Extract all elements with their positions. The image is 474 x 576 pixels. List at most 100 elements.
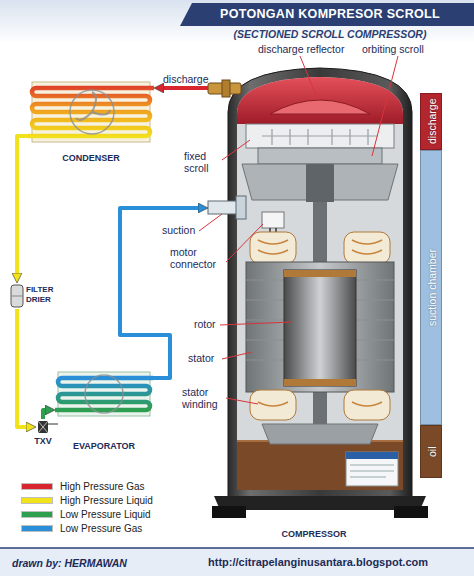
lower-winding-left bbox=[250, 390, 296, 420]
legend-row: Low Pressure Gas bbox=[22, 522, 222, 535]
part-label: fixed scroll bbox=[184, 150, 222, 174]
winding-copper bbox=[258, 240, 382, 254]
part-label: suction bbox=[162, 224, 195, 236]
oil-sump bbox=[237, 440, 403, 490]
valve-mark bbox=[38, 421, 48, 433]
discharge-nut bbox=[222, 80, 230, 97]
discharge-reflector-shape bbox=[270, 100, 370, 114]
legend-swatch bbox=[22, 484, 52, 489]
compressor-box: COMPRESSOR bbox=[208, 62, 420, 540]
evaporator-box: EVAPORATOR bbox=[55, 372, 153, 452]
refrigerant-line bbox=[160, 86, 208, 90]
evaporator-coil bbox=[55, 372, 153, 416]
discharge-chamber bbox=[237, 77, 403, 124]
part-label: stator winding bbox=[182, 386, 226, 410]
fixed-scroll-shape bbox=[246, 124, 394, 148]
component-label: EVAPORATOR bbox=[55, 441, 153, 452]
legend-text: Low Pressure Gas bbox=[60, 522, 142, 535]
rotor-end-ring bbox=[284, 270, 356, 277]
nameplate-stripe bbox=[346, 452, 398, 459]
component-label: oil bbox=[421, 426, 443, 477]
leader-line bbox=[199, 214, 222, 231]
component-label: FILTER DRIER bbox=[26, 285, 60, 305]
compressor-cutaway bbox=[208, 68, 428, 518]
nameplate-lines bbox=[350, 465, 394, 477]
upper-winding-left bbox=[250, 232, 296, 264]
leader-line bbox=[220, 322, 292, 325]
title: POTONGAN KOMPRESOR SCROLL bbox=[190, 7, 470, 21]
leader-line bbox=[226, 224, 263, 262]
stator-shape bbox=[246, 262, 394, 392]
leader-line bbox=[300, 56, 318, 100]
leader-lines bbox=[199, 56, 398, 404]
legend-swatch bbox=[22, 498, 52, 503]
condenser-fan bbox=[70, 90, 114, 134]
evaporator-fan bbox=[85, 375, 123, 413]
part-label: orbiting scroll bbox=[362, 43, 424, 55]
component-label: suction chamber bbox=[421, 151, 443, 424]
header-band bbox=[0, 0, 474, 44]
shell-interior bbox=[237, 77, 403, 490]
legend-text: Low Pressure Liquid bbox=[60, 508, 151, 521]
url: http://citrapelanginusantara.blogspot.co… bbox=[208, 556, 428, 568]
filter-drier-box: FILTER DRIER bbox=[9, 283, 25, 309]
component-label: COMPRESSOR bbox=[208, 529, 420, 540]
legend-text: High Pressure Liquid bbox=[60, 494, 153, 507]
leader-line bbox=[226, 398, 258, 404]
expansion-valve-symbol bbox=[38, 421, 58, 433]
legend-row: Low Pressure Liquid bbox=[22, 508, 222, 521]
lower-bearing bbox=[262, 424, 378, 444]
component-label: TXV bbox=[24, 436, 62, 447]
part-label: discharge reflector bbox=[258, 43, 344, 55]
condenser-coil bbox=[28, 82, 154, 142]
legend-swatch bbox=[22, 526, 52, 531]
upper-bearing bbox=[306, 164, 334, 202]
leader-line bbox=[372, 56, 398, 156]
filter-drier-band bbox=[11, 296, 23, 297]
pressure-band: suction chamber bbox=[420, 150, 442, 425]
lower-winding-right bbox=[344, 390, 390, 420]
nameplate bbox=[346, 452, 398, 486]
footer-band bbox=[0, 548, 474, 576]
pressure-band: oil bbox=[420, 425, 442, 478]
condenser-tube bbox=[28, 88, 154, 136]
part-label: motor connector bbox=[170, 246, 226, 270]
refrigerant-line bbox=[43, 410, 49, 419]
valve-body bbox=[38, 421, 48, 433]
upper-winding-right bbox=[344, 232, 390, 264]
mount-foot bbox=[394, 506, 428, 518]
subtitle: (SECTIONED SCROLL COMPRESSOR) bbox=[190, 28, 470, 40]
legend-swatch bbox=[22, 512, 52, 517]
rotor-end-ring bbox=[284, 379, 356, 386]
condenser-box: CONDENSER bbox=[28, 80, 154, 164]
refrigerant-line bbox=[17, 136, 28, 277]
legend-row: High Pressure Liquid bbox=[22, 494, 222, 507]
component-label: CONDENSER bbox=[28, 153, 154, 164]
evaporator-tube bbox=[55, 378, 153, 410]
pressure-band: discharge bbox=[420, 93, 442, 150]
motor-connector-shape bbox=[262, 212, 284, 228]
filter-drier-body bbox=[11, 285, 23, 307]
part-label: stator bbox=[188, 352, 214, 364]
refrigerant-line bbox=[17, 309, 30, 427]
expansion-valve-box: TXV bbox=[36, 419, 50, 435]
condenser-fan-blades bbox=[76, 92, 110, 120]
footer-rule bbox=[0, 547, 474, 549]
title-banner bbox=[180, 3, 474, 26]
leader-line bbox=[222, 352, 252, 359]
legend-row: High Pressure Gas bbox=[22, 480, 222, 493]
part-label: rotor bbox=[194, 318, 216, 330]
mount-foot bbox=[212, 506, 246, 518]
valve-capillary bbox=[48, 424, 58, 425]
leader-line bbox=[222, 140, 250, 160]
orbiting-scroll-shape bbox=[258, 148, 382, 164]
winding-copper bbox=[258, 402, 382, 406]
rotor-shape bbox=[284, 270, 356, 386]
part-label: discharge bbox=[163, 73, 209, 85]
shell bbox=[228, 68, 412, 498]
scroll-wraps bbox=[262, 129, 378, 145]
suction-flange bbox=[236, 196, 246, 219]
legend-text: High Pressure Gas bbox=[60, 480, 144, 493]
